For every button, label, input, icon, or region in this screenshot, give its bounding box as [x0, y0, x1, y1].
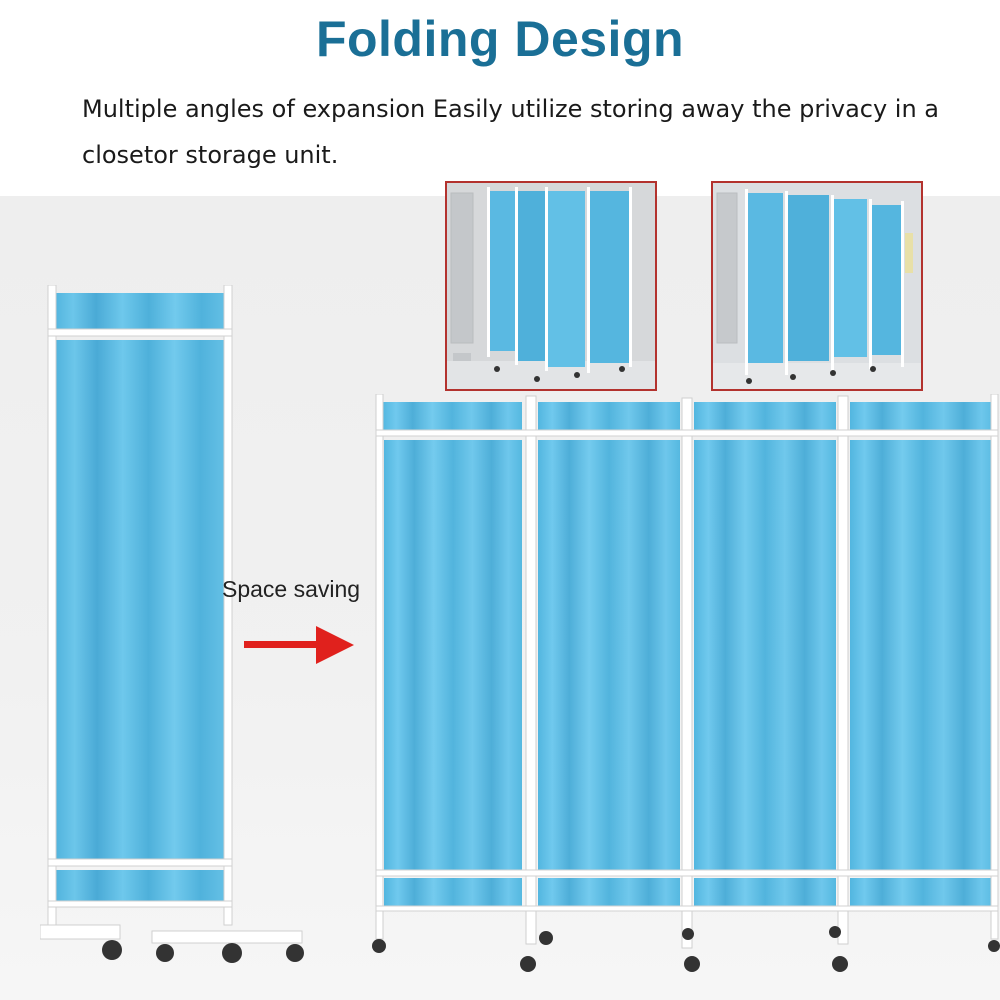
inset-photo-angled	[445, 181, 657, 391]
inset-photo-extended	[711, 181, 923, 391]
description-text: Multiple angles of expansion Easily util…	[82, 95, 940, 169]
arrow-right-icon	[244, 626, 354, 664]
expanded-screen-image	[372, 394, 1000, 972]
space-saving-label: Space saving	[222, 576, 361, 602]
page-title: Folding Design	[315, 11, 685, 67]
header-area	[0, 0, 1000, 200]
folded-screen-image	[40, 285, 304, 963]
